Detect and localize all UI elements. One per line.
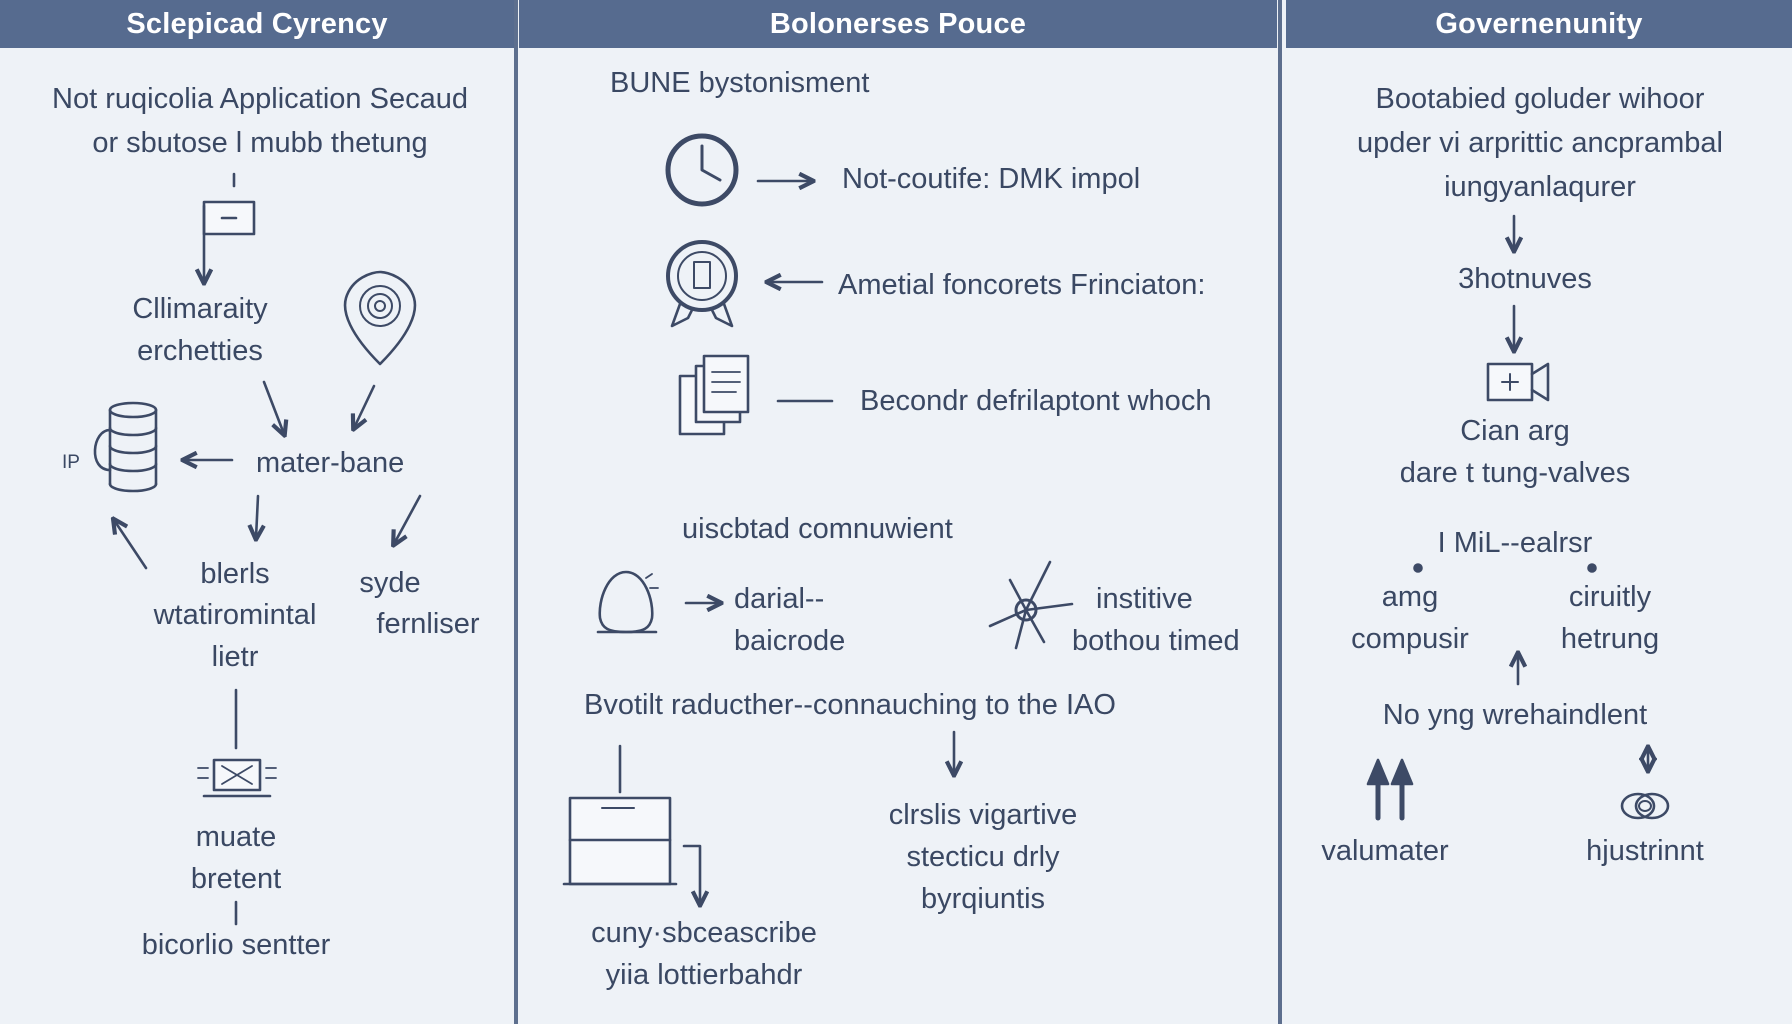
node-cuny-line-2: yiia lottierbahdr (605, 959, 803, 991)
node-cian-line-1: Cian arg (1460, 415, 1570, 447)
node-cuny-line-1: cuny·sbceascribe (591, 917, 817, 949)
node-muate-line-2: bretent (190, 863, 282, 895)
node-amg-line-2: compusir (1351, 623, 1469, 655)
node-darial-line-1: darial-- (734, 583, 825, 615)
column-1: Sclepicad Cyrency Not ruqicolia Applicat… (0, 0, 514, 1024)
node-3hotnuves: 3hotnuves (1458, 263, 1592, 295)
node-ciruity-line-1: ciruitly (1568, 581, 1652, 613)
column-2-section-2-title: uiscbtad comnuwient (682, 513, 953, 545)
node-no-yng: No yng wrehaindlent (1382, 699, 1648, 731)
node-bicorlio: bicorlio sentter (141, 929, 331, 961)
node-syde-line-2: fernliser (376, 608, 480, 640)
node-climaraity-line-1: Cllimaraity (132, 293, 268, 325)
node-clrslis-line-1: clrslis vigartive (888, 799, 1078, 831)
column-divider-1 (514, 0, 518, 1024)
node-institive-line-2: bothou timed (1072, 625, 1240, 657)
node-blerls-line-2: wtatiromintal (153, 599, 317, 631)
column-2-section-1-title: BUNE bystonisment (610, 67, 870, 99)
column-divider-2 (1278, 0, 1282, 1024)
column-3: Governenunity (1286, 0, 1792, 1024)
node-amg-line-1: amg (1381, 581, 1439, 613)
node-syde-line-1: syde (359, 567, 421, 599)
node-clrslis-line-2: stecticu drly (906, 841, 1060, 873)
row-2-text: Ametial foncorets Frinciaton: (838, 269, 1206, 301)
column-1-header: Sclepicad Cyrency (0, 0, 514, 48)
node-blerls-line-1: blerls (200, 558, 270, 590)
column-1-title-line-1: Not ruqicolia Application Secaud (52, 83, 468, 115)
ip-label: IP (62, 452, 80, 473)
column-2-section-3-title: Bvotilt raducther--connauching to the IA… (584, 689, 1116, 721)
node-institive-line-1: institive (1096, 583, 1193, 615)
node-clrslis-line-3: byrqiuntis (920, 883, 1046, 915)
column-3-title-line-1: Bootabied goluder wihoor (1375, 83, 1705, 115)
node-blerls-line-3: lietr (211, 641, 259, 673)
column-3-header: Governenunity (1286, 0, 1792, 48)
node-imil: I MiL--ealrsr (1437, 527, 1593, 559)
node-hjustrinnt: hjustrinnt (1586, 835, 1704, 867)
column-3-title-line-2: upder vi arprittic ancprambal (1357, 127, 1723, 159)
node-muate-line-1: muate (195, 821, 277, 853)
column-3-title-line-3: iungyanlaqurer (1444, 171, 1636, 203)
column-2: Bolonerses Pouce (519, 0, 1277, 1024)
column-2-header: Bolonerses Pouce (519, 0, 1277, 48)
row-1-text: Not-coutife: DMK impol (842, 163, 1141, 195)
node-ciruity-line-2: hetrung (1560, 623, 1660, 655)
row-3-text: Becondr defrilaptont whoch (860, 385, 1212, 417)
node-cian-line-2: dare t tung-valves (1399, 457, 1631, 489)
node-valumater: valumater (1321, 835, 1449, 867)
node-mater-bane: mater-bane (256, 447, 405, 479)
node-climaraity-line-2: erchetties (137, 335, 263, 367)
node-darial-line-2: baicrode (734, 625, 846, 657)
column-1-title-line-2: or sbutose l mubb thetung (92, 127, 428, 159)
